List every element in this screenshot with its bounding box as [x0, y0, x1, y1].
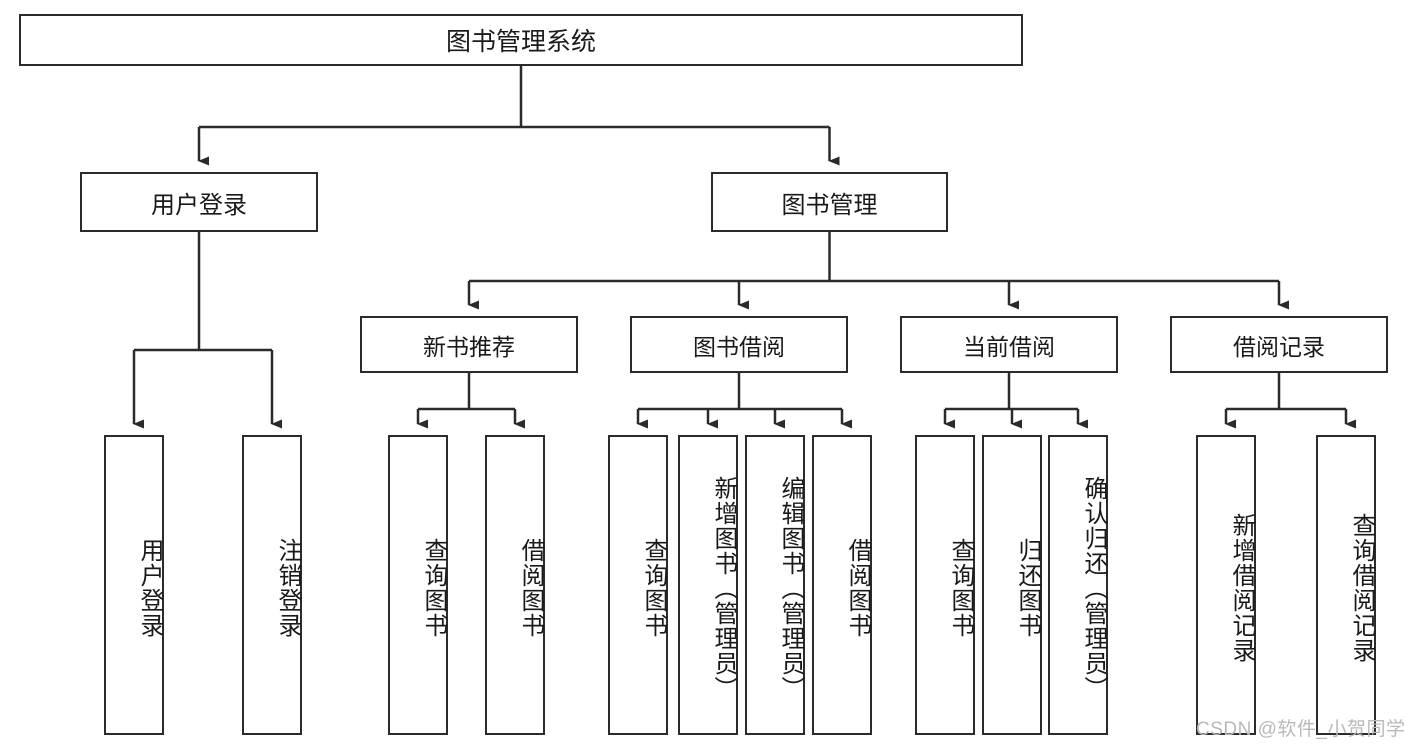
leaf-recommend-borrow-book-label: 借阅图书 — [517, 538, 544, 638]
leaf-user-login-label: 用户登录 — [136, 538, 163, 638]
leaf-current-query-book[interactable]: 查询图书 — [915, 435, 975, 735]
leaf-borrow-lend-book[interactable]: 借阅图书 — [812, 435, 872, 735]
leaf-recommend-query-book[interactable]: 查询图书 — [388, 435, 448, 735]
node-new-book-recommend[interactable]: 新书推荐 — [360, 316, 578, 373]
node-borrow-record-label: 借阅记录 — [1233, 333, 1325, 360]
leaf-borrow-query-book-label: 查询图书 — [640, 538, 667, 638]
node-new-book-recommend-label: 新书推荐 — [423, 333, 515, 360]
leaf-current-query-book-label: 查询图书 — [947, 538, 974, 638]
node-root[interactable]: 图书管理系统 — [19, 14, 1023, 66]
leaf-record-add-label: 新增借阅记录 — [1228, 513, 1255, 663]
leaf-recommend-borrow-book[interactable]: 借阅图书 — [485, 435, 545, 735]
leaf-user-logout-label: 注销登录 — [274, 538, 301, 638]
leaf-borrow-lend-book-label: 借阅图书 — [844, 538, 871, 638]
node-user-login-label: 用户登录 — [151, 191, 247, 219]
node-borrow-record[interactable]: 借阅记录 — [1170, 316, 1388, 373]
node-book-manage[interactable]: 图书管理 — [711, 172, 948, 232]
node-book-borrow[interactable]: 图书借阅 — [630, 316, 848, 373]
leaf-borrow-edit-book[interactable]: 编辑图书（管理员） — [745, 435, 805, 735]
leaf-current-confirm-return[interactable]: 确认归还（管理员） — [1048, 435, 1108, 735]
node-current-borrow[interactable]: 当前借阅 — [900, 316, 1118, 373]
csdn-watermark: CSDN @软件_小贺同学 — [1196, 719, 1405, 740]
node-user-login[interactable]: 用户登录 — [80, 172, 318, 232]
leaf-borrow-query-book[interactable]: 查询图书 — [608, 435, 668, 735]
leaf-user-login[interactable]: 用户登录 — [104, 435, 164, 735]
node-book-borrow-label: 图书借阅 — [693, 333, 785, 360]
leaf-recommend-query-book-label: 查询图书 — [420, 538, 447, 638]
leaf-borrow-add-book-label: 新增图书（管理员） — [710, 475, 737, 701]
node-book-manage-label: 图书管理 — [781, 191, 878, 219]
leaf-record-query[interactable]: 查询借阅记录 — [1316, 435, 1376, 735]
leaf-borrow-edit-book-label: 编辑图书（管理员） — [777, 475, 804, 701]
leaf-current-return-book-label: 归还图书 — [1014, 538, 1041, 638]
leaf-current-return-book[interactable]: 归还图书 — [982, 435, 1042, 735]
leaf-current-confirm-return-label: 确认归还（管理员） — [1080, 475, 1107, 701]
leaf-borrow-add-book[interactable]: 新增图书（管理员） — [678, 435, 738, 735]
leaf-record-add[interactable]: 新增借阅记录 — [1196, 435, 1256, 735]
node-current-borrow-label: 当前借阅 — [963, 333, 1055, 360]
leaf-user-logout[interactable]: 注销登录 — [242, 435, 302, 735]
leaf-record-query-label: 查询借阅记录 — [1348, 513, 1375, 663]
node-root-label: 图书管理系统 — [445, 28, 596, 56]
